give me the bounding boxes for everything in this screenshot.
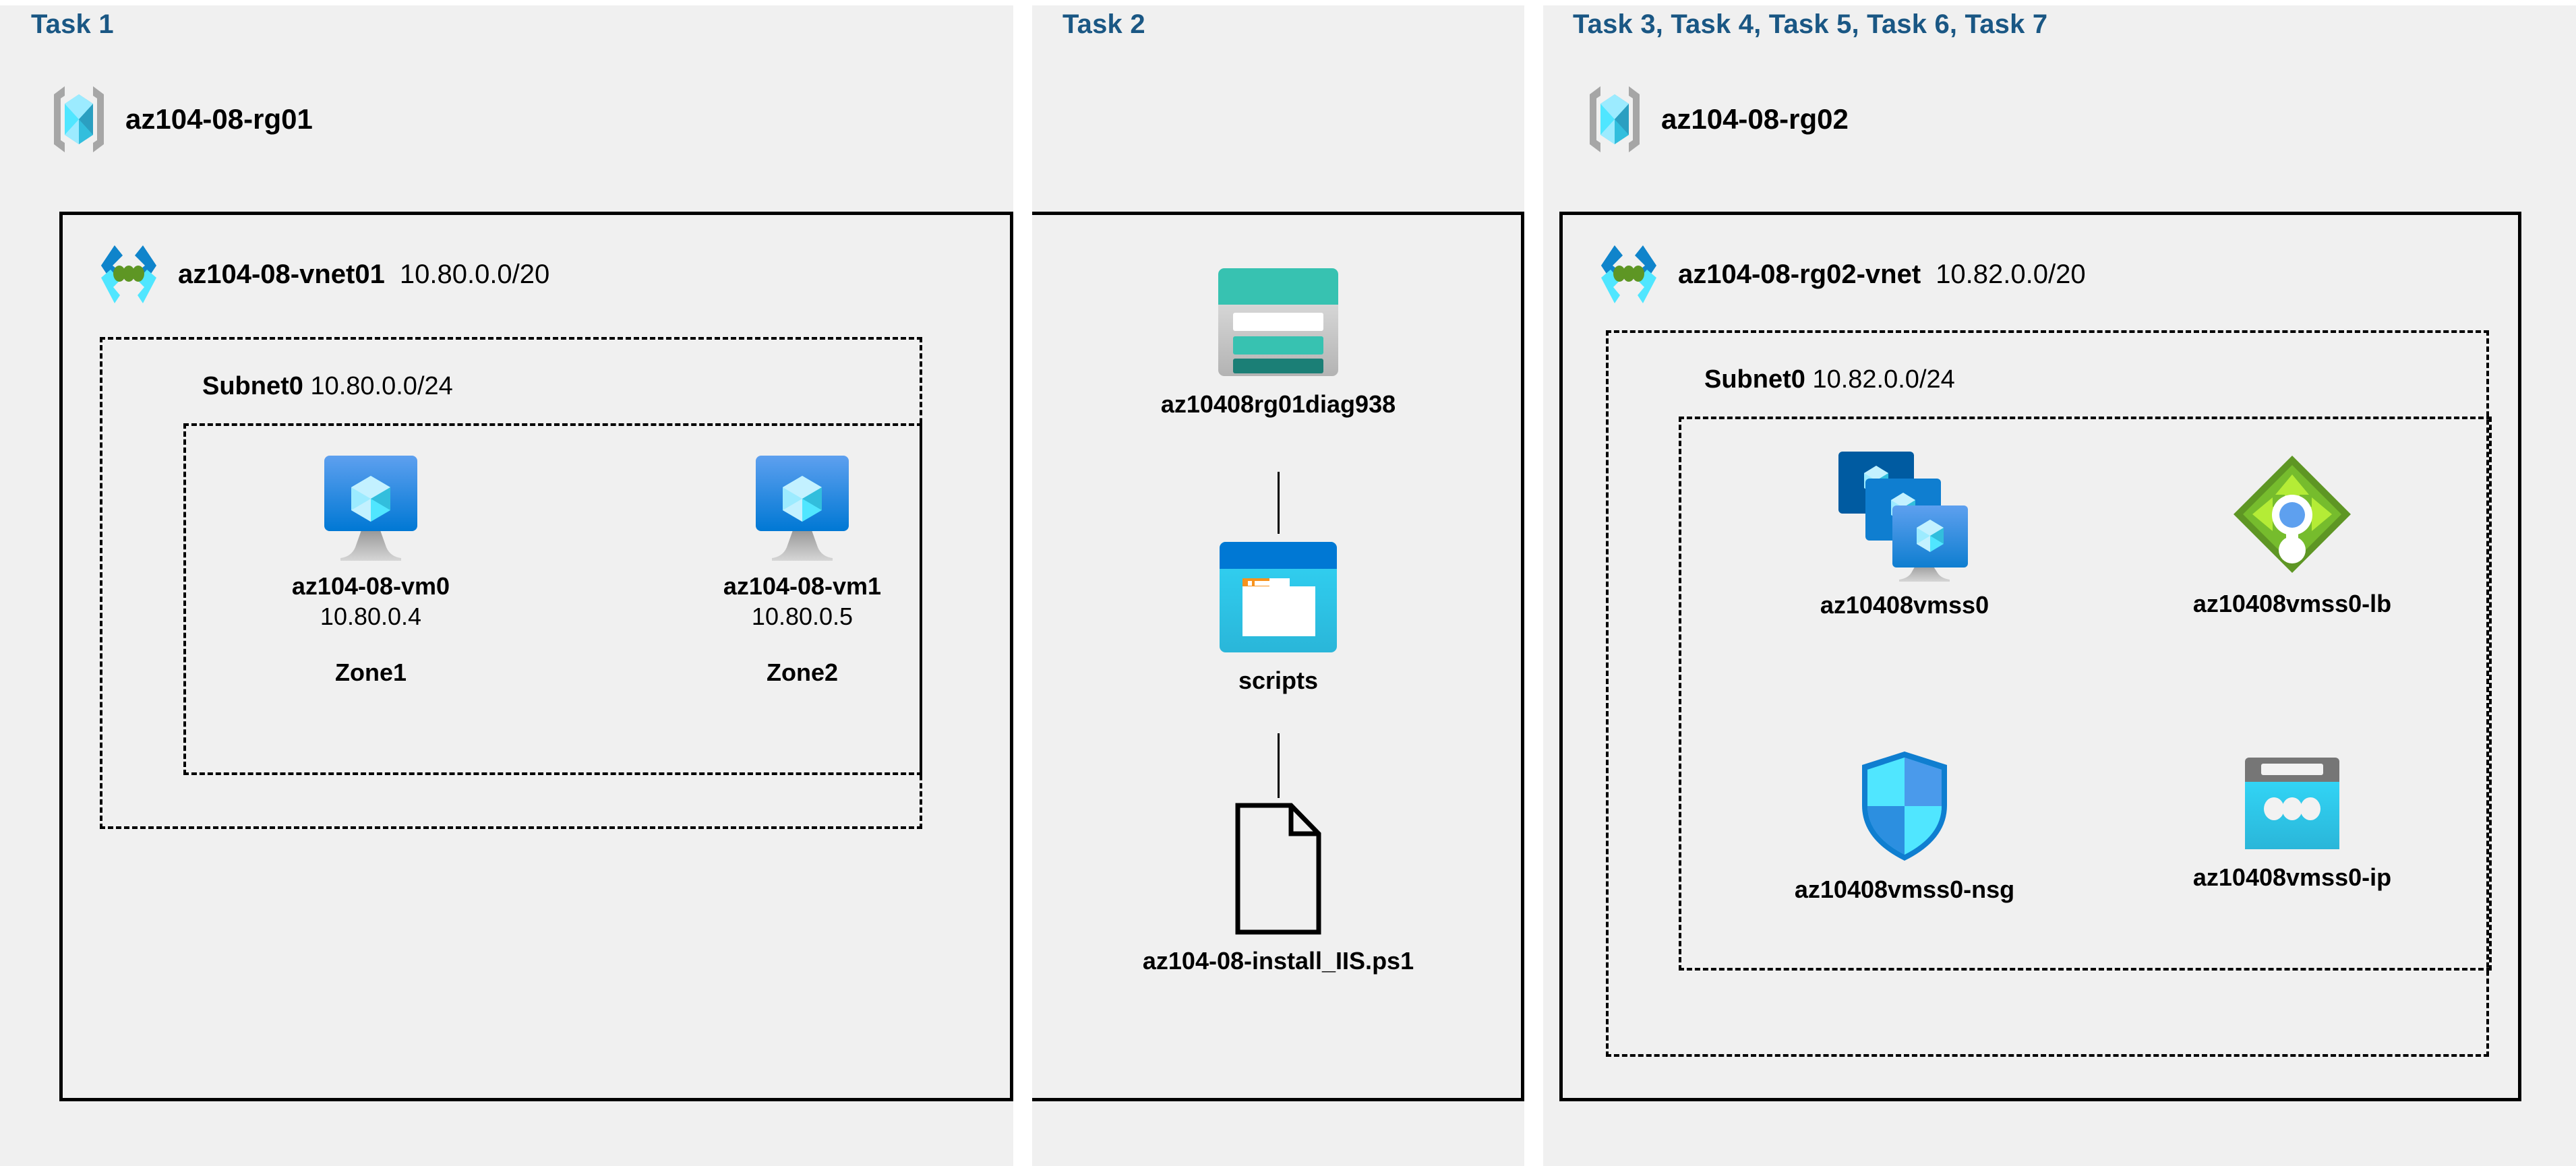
subnet0-name-task3: Subnet0: [1704, 365, 1805, 394]
rg02-vnet-box: [1559, 212, 2521, 1101]
vnet01-cidr: 10.80.0.0/20: [399, 259, 550, 289]
subnet0-name-task1: Subnet0: [202, 372, 303, 400]
rg02-vnet-header: az104-08-rg02-vnet 10.82.0.0/20: [1594, 241, 2086, 307]
load-balancer-name: az10408vmss0-lb: [2192, 590, 2392, 617]
public-ip-node[interactable]: az10408vmss0-ip: [2144, 755, 2440, 892]
vm1-zone: Zone2: [766, 658, 838, 686]
network-security-group-icon: [1857, 748, 1952, 864]
vmss-node[interactable]: az10408vmss0: [1756, 450, 2053, 620]
resource-group-rg02: az104-08-rg02: [1586, 85, 1849, 154]
load-balancer-icon: [2228, 450, 2356, 578]
load-balancer-node[interactable]: az10408vmss0-lb: [2144, 450, 2440, 619]
resource-group-rg01: az104-08-rg01: [50, 85, 313, 154]
zones-box-task1: [183, 423, 922, 775]
virtual-network-icon: [1594, 241, 1663, 307]
vm1-ip: 10.80.0.5: [751, 602, 853, 630]
vm-az104-08-vm1[interactable]: az104-08-vm1 10.80.0.5 Zone2: [694, 453, 910, 687]
storage-account-node[interactable]: az10408rg01diag938: [1103, 266, 1454, 419]
storage-account-icon: [1216, 266, 1341, 379]
rg02-vnet-name: az104-08-rg02-vnet: [1678, 259, 1921, 289]
ps1-file-node[interactable]: az104-08-install_IIS.ps1: [1103, 802, 1454, 976]
vm1-name: az104-08-vm1: [723, 572, 882, 600]
subnet0-label-task3: Subnet0 10.82.0.0/24: [1704, 365, 1955, 394]
storage-account-name: az10408rg01diag938: [1160, 390, 1396, 418]
subnet0-label-task1: Subnet0 10.80.0.0/24: [202, 372, 453, 401]
vm-az104-08-vm0[interactable]: az104-08-vm0 10.80.0.4 Zone1: [263, 453, 479, 687]
vnet01-header: az104-08-vnet01 10.80.0.0/20: [94, 241, 549, 307]
file-share-name: scripts: [1238, 667, 1319, 694]
file-share-node[interactable]: scripts: [1170, 539, 1386, 696]
rg02-vnet-cidr: 10.82.0.0/20: [1936, 259, 2086, 289]
public-ip-address-icon: [2242, 755, 2342, 852]
resource-group-rg01-name: az104-08-rg01: [125, 103, 313, 135]
vm0-name: az104-08-vm0: [291, 572, 450, 600]
subnet0-box-task3: [1606, 330, 2489, 1057]
vm0-zone: Zone1: [334, 658, 407, 686]
task3to7-label: Task 3, Task 4, Task 5, Task 6, Task 7: [1573, 9, 2048, 39]
connector-scripts-to-file: [1278, 733, 1280, 798]
nsg-name: az10408vmss0-nsg: [1794, 876, 2015, 903]
virtual-machine-icon: [752, 453, 853, 561]
resource-group-icon: [1586, 85, 1644, 154]
public-ip-name: az10408vmss0-ip: [2192, 863, 2392, 891]
vmss-name: az10408vmss0: [1820, 591, 1989, 619]
resource-group-rg02-name: az104-08-rg02: [1661, 103, 1849, 135]
vnet01-box: [59, 212, 1013, 1101]
virtual-machine-icon: [320, 453, 421, 561]
task2-label: Task 2: [1062, 9, 1145, 39]
file-share-icon: [1217, 539, 1340, 655]
subnet0-cidr-task1: 10.80.0.0/24: [310, 372, 453, 400]
nsg-node[interactable]: az10408vmss0-nsg: [1756, 748, 2053, 904]
subnet0-cidr-task3: 10.82.0.0/24: [1812, 365, 1955, 394]
vm0-ip: 10.80.0.4: [320, 602, 422, 630]
virtual-network-icon: [94, 241, 163, 307]
vnet01-name: az104-08-vnet01: [178, 259, 385, 289]
ps1-file-name: az104-08-install_IIS.ps1: [1142, 947, 1414, 975]
resources-box-task3: [1679, 417, 2492, 971]
resource-group-icon: [50, 85, 108, 154]
vm-scale-set-icon: [1837, 450, 1972, 582]
file-icon: [1234, 802, 1322, 935]
task1-label: Task 1: [31, 9, 114, 39]
connector-storage-to-scripts: [1278, 472, 1280, 534]
